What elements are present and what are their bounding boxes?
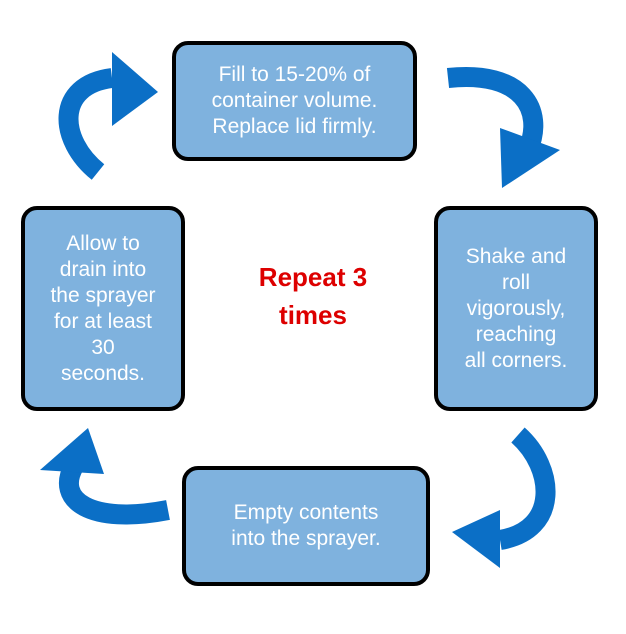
arrow-top-left-body — [58, 68, 114, 180]
curved-arrow-icon — [452, 427, 556, 568]
curved-arrow-icon — [446, 66, 560, 188]
curved-arrow-icon — [58, 52, 158, 180]
step-text-empty: Empty contents into the sprayer. — [231, 501, 381, 550]
arrow-top-right-head — [500, 128, 560, 188]
arrow-bottom-left-body — [59, 461, 170, 525]
step-box-drain: Allow to drain into the sprayer for at l… — [21, 206, 185, 411]
repeat-label: Repeat 3 times — [258, 262, 368, 330]
arrow-bottom-right-head — [452, 510, 500, 568]
arrow-bottom-left-head — [40, 428, 104, 474]
step-text-drain: Allow to drain into the sprayer for at l… — [50, 231, 156, 385]
step-box-empty: Empty contents into the sprayer. — [182, 466, 430, 586]
step-text-shake: Shake and roll vigorously, reaching all … — [464, 244, 568, 372]
step-text-fill: Fill to 15-20% of container volume. Repl… — [211, 63, 378, 138]
curved-arrow-icon — [40, 428, 170, 525]
step-box-fill: Fill to 15-20% of container volume. Repl… — [172, 41, 417, 161]
arrow-top-right-body — [446, 66, 544, 154]
step-box-shake: Shake and roll vigorously, reaching all … — [434, 206, 598, 411]
arrow-bottom-right-body — [497, 427, 556, 550]
arrow-top-left-head — [112, 52, 158, 126]
